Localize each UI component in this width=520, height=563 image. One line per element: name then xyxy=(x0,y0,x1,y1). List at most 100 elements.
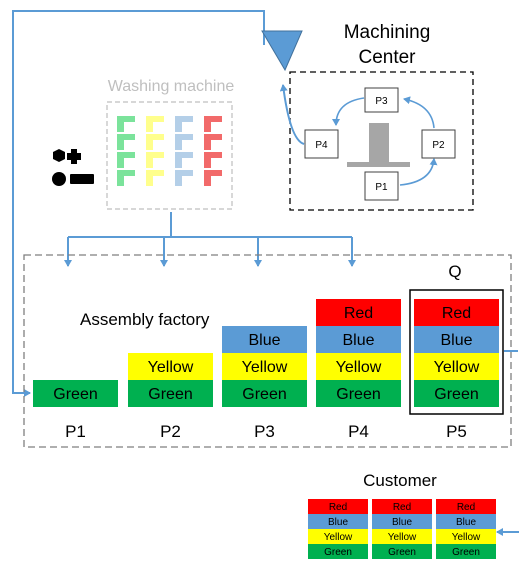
washing-part-icon xyxy=(204,170,222,186)
washing-part-icon xyxy=(117,116,135,132)
layer-label: Green xyxy=(53,386,97,403)
customer-layer-block xyxy=(436,544,496,559)
layer-block xyxy=(414,326,499,353)
station-label: P3 xyxy=(254,422,275,441)
customer-layer-label: Blue xyxy=(328,517,348,528)
layer-block xyxy=(222,326,307,353)
machining-center-title-line2: Center xyxy=(358,47,416,68)
machining-station-p4-box xyxy=(304,129,339,159)
layer-block xyxy=(222,380,307,407)
return-flow-line xyxy=(12,10,265,397)
machining-station-p1: P1 xyxy=(375,182,388,193)
customer-layer-block xyxy=(308,499,368,514)
washing-part-icon xyxy=(146,134,164,150)
layer-label: Yellow xyxy=(336,359,382,376)
customer-layer-label: Yellow xyxy=(388,532,417,543)
layer-label: Red xyxy=(442,305,471,322)
layer-label: Red xyxy=(344,305,373,322)
washing-machine-boundary xyxy=(106,101,233,210)
layer-block xyxy=(316,380,401,407)
layer-block xyxy=(33,380,118,407)
customer-layer-label: Red xyxy=(393,502,411,513)
machining-center-title: Machining xyxy=(344,22,431,43)
station-label: P5 xyxy=(446,422,467,441)
washing-part-icon xyxy=(175,116,193,132)
assembly-factory-label: Assembly factory xyxy=(80,310,210,329)
station-label: P1 xyxy=(65,422,86,441)
flow-p2-p3 xyxy=(403,96,435,129)
layer-label: Yellow xyxy=(434,359,480,376)
customer-label: Customer xyxy=(363,471,437,490)
raw-parts-icon xyxy=(52,149,94,186)
layer-block xyxy=(414,299,499,326)
washing-part-icon xyxy=(204,116,222,132)
customer-layer-label: Green xyxy=(452,547,480,558)
layer-block xyxy=(128,353,213,380)
customer-layer-block xyxy=(372,514,432,529)
washing-part-icon xyxy=(175,170,193,186)
washing-part-icon xyxy=(117,134,135,150)
queue-label: Q xyxy=(448,262,461,281)
layer-label: Blue xyxy=(248,332,280,349)
layer-label: Green xyxy=(336,386,380,403)
customer-layer-label: Red xyxy=(457,502,475,513)
queue-frame xyxy=(409,289,504,415)
washing-part-icon xyxy=(175,152,193,168)
washing-part-icon xyxy=(146,152,164,168)
hopper-icon xyxy=(261,30,303,72)
station-label: P2 xyxy=(160,422,181,441)
washing-part-icon xyxy=(204,134,222,150)
machining-station-p2-box xyxy=(421,129,456,159)
customer-layer-label: Yellow xyxy=(452,532,481,543)
customer-layer-block xyxy=(436,514,496,529)
layer-block xyxy=(414,380,499,407)
customer-layer-block xyxy=(308,544,368,559)
layer-label: Green xyxy=(148,386,192,403)
customer-layer-block xyxy=(436,529,496,544)
washing-part-icon xyxy=(117,170,135,186)
layer-label: Green xyxy=(434,386,478,403)
station-label: P4 xyxy=(348,422,369,441)
layer-label: Yellow xyxy=(242,359,288,376)
washing-part-icon xyxy=(204,152,222,168)
layer-label: Blue xyxy=(440,332,472,349)
layer-block xyxy=(222,353,307,380)
machining-station-p3: P3 xyxy=(375,96,388,107)
layer-label: Blue xyxy=(342,332,374,349)
layer-block xyxy=(316,326,401,353)
customer-layer-block xyxy=(372,499,432,514)
customer-products: RedBlueYellowGreenRedBlueYellowGreenRedB… xyxy=(308,499,496,559)
washing-part-icon xyxy=(146,116,164,132)
customer-layer-label: Blue xyxy=(392,517,412,528)
customer-layer-block xyxy=(372,529,432,544)
distribution-lines xyxy=(64,212,356,267)
machining-station-p2: P2 xyxy=(432,140,445,151)
machining-station-p1-box xyxy=(364,171,399,201)
flow-p1-p2 xyxy=(399,158,438,186)
washing-machine-label: Washing machine xyxy=(108,78,235,95)
layer-label: Green xyxy=(242,386,286,403)
customer-layer-label: Yellow xyxy=(324,532,353,543)
flow-p4-hopper xyxy=(279,84,305,145)
customer-layer-label: Blue xyxy=(456,517,476,528)
customer-layer-label: Green xyxy=(388,547,416,558)
layer-block xyxy=(414,353,499,380)
customer-layer-label: Green xyxy=(324,547,352,558)
customer-layer-block xyxy=(308,514,368,529)
machining-station-p4: P4 xyxy=(315,140,328,151)
washing-part-icon xyxy=(175,134,193,150)
machine-column xyxy=(369,123,389,163)
layer-block xyxy=(316,299,401,326)
machine-base xyxy=(347,162,410,167)
layer-label: Yellow xyxy=(148,359,194,376)
layer-block xyxy=(316,353,401,380)
flow-p3-p4 xyxy=(332,97,365,126)
layer-block xyxy=(128,380,213,407)
machining-center-boundary xyxy=(289,71,474,211)
washing-part-icon xyxy=(146,170,164,186)
customer-layer-block xyxy=(436,499,496,514)
machining-station-p3-box xyxy=(364,87,399,113)
customer-layer-block xyxy=(308,529,368,544)
